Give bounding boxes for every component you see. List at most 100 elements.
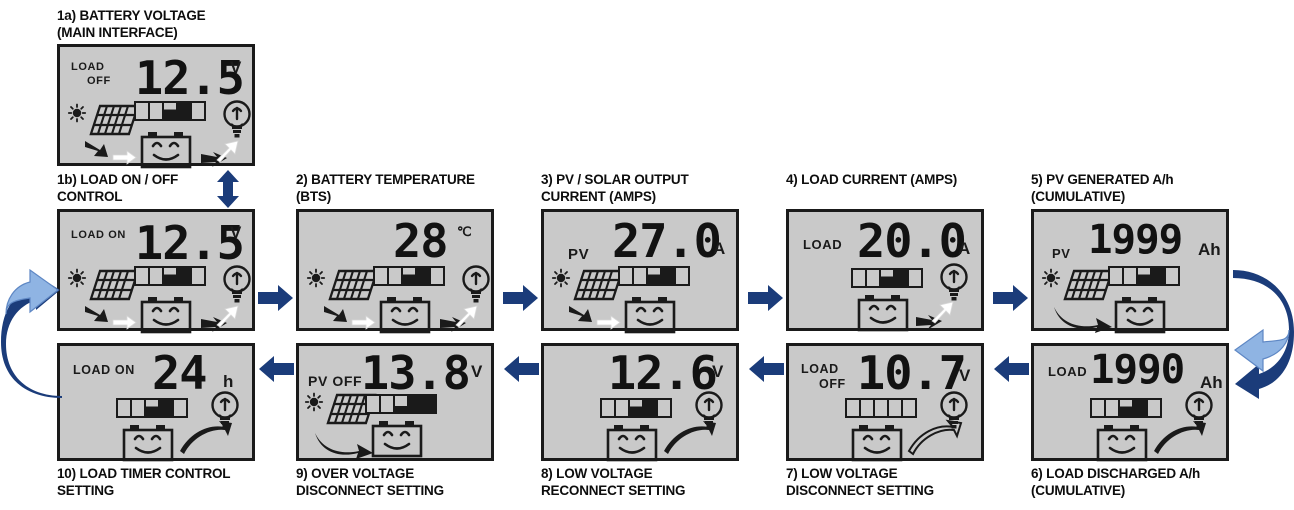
caption-p10: 10) LOAD TIMER CONTROL SETTING xyxy=(57,466,231,498)
bar-cell xyxy=(676,268,688,284)
bar-cell xyxy=(861,400,875,416)
flow-arrow-icon-load-right xyxy=(200,316,230,334)
lcd-value: 1999 xyxy=(1088,217,1183,263)
lightbulb-icon xyxy=(222,99,252,141)
lcd-panel-p4[interactable]: LOAD 20.0 A xyxy=(786,209,984,332)
lcd-panel-p2[interactable]: 28 ℃ xyxy=(296,209,494,334)
lcd-unit: A xyxy=(958,239,971,258)
lcd-panel-p3[interactable]: PV 27.0 A xyxy=(541,209,739,334)
bar-cell xyxy=(895,270,909,286)
battery-level-bar-icon xyxy=(1090,398,1162,418)
battery-level-bar-icon xyxy=(1108,266,1180,286)
solar-panel-icon xyxy=(304,392,377,432)
annunciator-load-on: LOAD ON xyxy=(73,363,135,377)
bar-cell xyxy=(150,103,164,119)
arrow-left-6-to-7 xyxy=(993,355,1029,383)
battery-level-bar-icon xyxy=(365,394,437,414)
bar-cell xyxy=(136,268,150,284)
lcd-panel-p1a[interactable]: LOAD OFF 12.5 V xyxy=(57,44,255,169)
bar-cell xyxy=(616,400,630,416)
arrow-left-9-to-10 xyxy=(258,355,294,383)
flow-arrow-icon-white-up-1 xyxy=(214,304,240,328)
lcd-screen: LOAD OFF 10.7 V xyxy=(789,346,981,462)
lcd-unit: V xyxy=(712,362,724,381)
annunciator-pv: PV xyxy=(568,246,590,263)
lightbulb-icon xyxy=(461,264,491,306)
solar-panel-icon xyxy=(67,103,140,143)
lcd-screen: LOAD 20.0 A xyxy=(789,212,981,332)
lcd-screen: 28 ℃ xyxy=(299,212,491,334)
lightbulb-icon xyxy=(222,264,252,306)
arrow-right-3-to-4 xyxy=(748,284,784,312)
bar-cell xyxy=(662,268,676,284)
lightbulb-icon xyxy=(939,390,969,432)
lcd-value: 24 xyxy=(152,346,207,400)
battery-icon xyxy=(624,296,684,334)
bar-cell xyxy=(146,400,160,416)
caption-p3: 3) PV / SOLAR OUTPUT CURRENT (AMPS) xyxy=(541,172,689,204)
bar-cell xyxy=(644,400,658,416)
battery-icon xyxy=(122,424,182,462)
arrow-right-1b-to-2 xyxy=(258,284,294,312)
lcd-panel-p7[interactable]: LOAD OFF 10.7 V xyxy=(786,343,984,462)
bar-cell xyxy=(381,396,395,412)
lcd-panel-p5[interactable]: PV 1999 Ah xyxy=(1031,209,1229,334)
flow-arrow-icon-pv-down xyxy=(84,304,114,326)
bar-cell xyxy=(174,400,186,416)
bar-cell xyxy=(1124,268,1138,284)
bar-cell xyxy=(1120,400,1134,416)
lcd-unit: Ah xyxy=(1198,240,1221,259)
bar-cell xyxy=(1092,400,1106,416)
lcd-panel-p6[interactable]: LOAD 1990 Ah xyxy=(1031,343,1229,462)
bar-cell xyxy=(847,400,861,416)
arrow-wrap-left-10-to-1b xyxy=(0,268,62,400)
caption-p9: 9) OVER VOLTAGE DISCONNECT SETTING xyxy=(296,466,444,498)
lcd-screen: PV 1999 Ah xyxy=(1034,212,1226,334)
bar-cell xyxy=(853,270,867,286)
annunciator-pv: PV xyxy=(1052,246,1071,261)
flow-arrow-icon-load-right xyxy=(439,316,469,334)
lcd-unit: V xyxy=(959,366,971,385)
arrow-wrap-right-5-to-6 xyxy=(1233,268,1294,400)
caption-p7: 7) LOW VOLTAGE DISCONNECT SETTING xyxy=(786,466,934,498)
bar-cell xyxy=(1152,268,1166,284)
flow-arrow-icon-white-up-1 xyxy=(929,300,955,324)
bar-cell xyxy=(395,396,409,412)
lcd-panel-p1b[interactable]: LOAD ON 12.5 V xyxy=(57,209,255,334)
lcd-unit: A xyxy=(713,239,726,258)
battery-icon xyxy=(851,424,911,462)
annunciator-pv-off: PV OFF xyxy=(308,373,363,389)
bar-cell xyxy=(1138,268,1152,284)
arrow-right-2-to-3 xyxy=(503,284,539,312)
annunciator-load: LOAD xyxy=(1048,364,1088,379)
bar-cell xyxy=(1106,400,1120,416)
flow-arrow-icon-white-right-1 xyxy=(596,315,622,330)
annunciator-load: LOAD xyxy=(801,362,839,376)
lightbulb-icon xyxy=(694,390,724,432)
lcd-screen: LOAD ON 24 h xyxy=(60,346,252,462)
bar-cell xyxy=(630,400,644,416)
annunciator-load: LOAD xyxy=(71,61,105,73)
annunciator-load-on: LOAD ON xyxy=(71,229,126,241)
curved-arrow-icon xyxy=(1052,304,1114,334)
caption-p4: 4) LOAD CURRENT (AMPS) xyxy=(786,172,958,187)
arrow-vertical-double-1a-1b xyxy=(213,170,243,208)
caption-p1a: 1a) BATTERY VOLTAGE (MAIN INTERFACE) xyxy=(57,8,206,40)
lcd-screen: 12.6 V xyxy=(544,346,736,462)
annunciator-load: LOAD xyxy=(803,237,843,252)
lcd-panel-p10[interactable]: LOAD ON 24 h xyxy=(57,343,255,462)
bar-cell xyxy=(409,396,423,412)
bar-cell xyxy=(648,268,662,284)
bar-cell xyxy=(602,400,616,416)
solar-panel-icon xyxy=(551,268,624,308)
battery-icon xyxy=(857,294,917,332)
lcd-panel-p8[interactable]: 12.6 V xyxy=(541,343,739,462)
annunciator-off: OFF xyxy=(87,75,111,87)
lcd-panel-p9[interactable]: PV OFF 13.8 V xyxy=(296,343,494,461)
solar-panel-icon xyxy=(1041,268,1114,308)
caption-p6: 6) LOAD DISCHARGED A/h (CUMULATIVE) xyxy=(1031,466,1201,498)
bar-cell xyxy=(192,268,204,284)
bar-cell xyxy=(423,396,435,412)
curved-arrow-icon xyxy=(1152,418,1208,456)
bar-cell xyxy=(375,268,389,284)
